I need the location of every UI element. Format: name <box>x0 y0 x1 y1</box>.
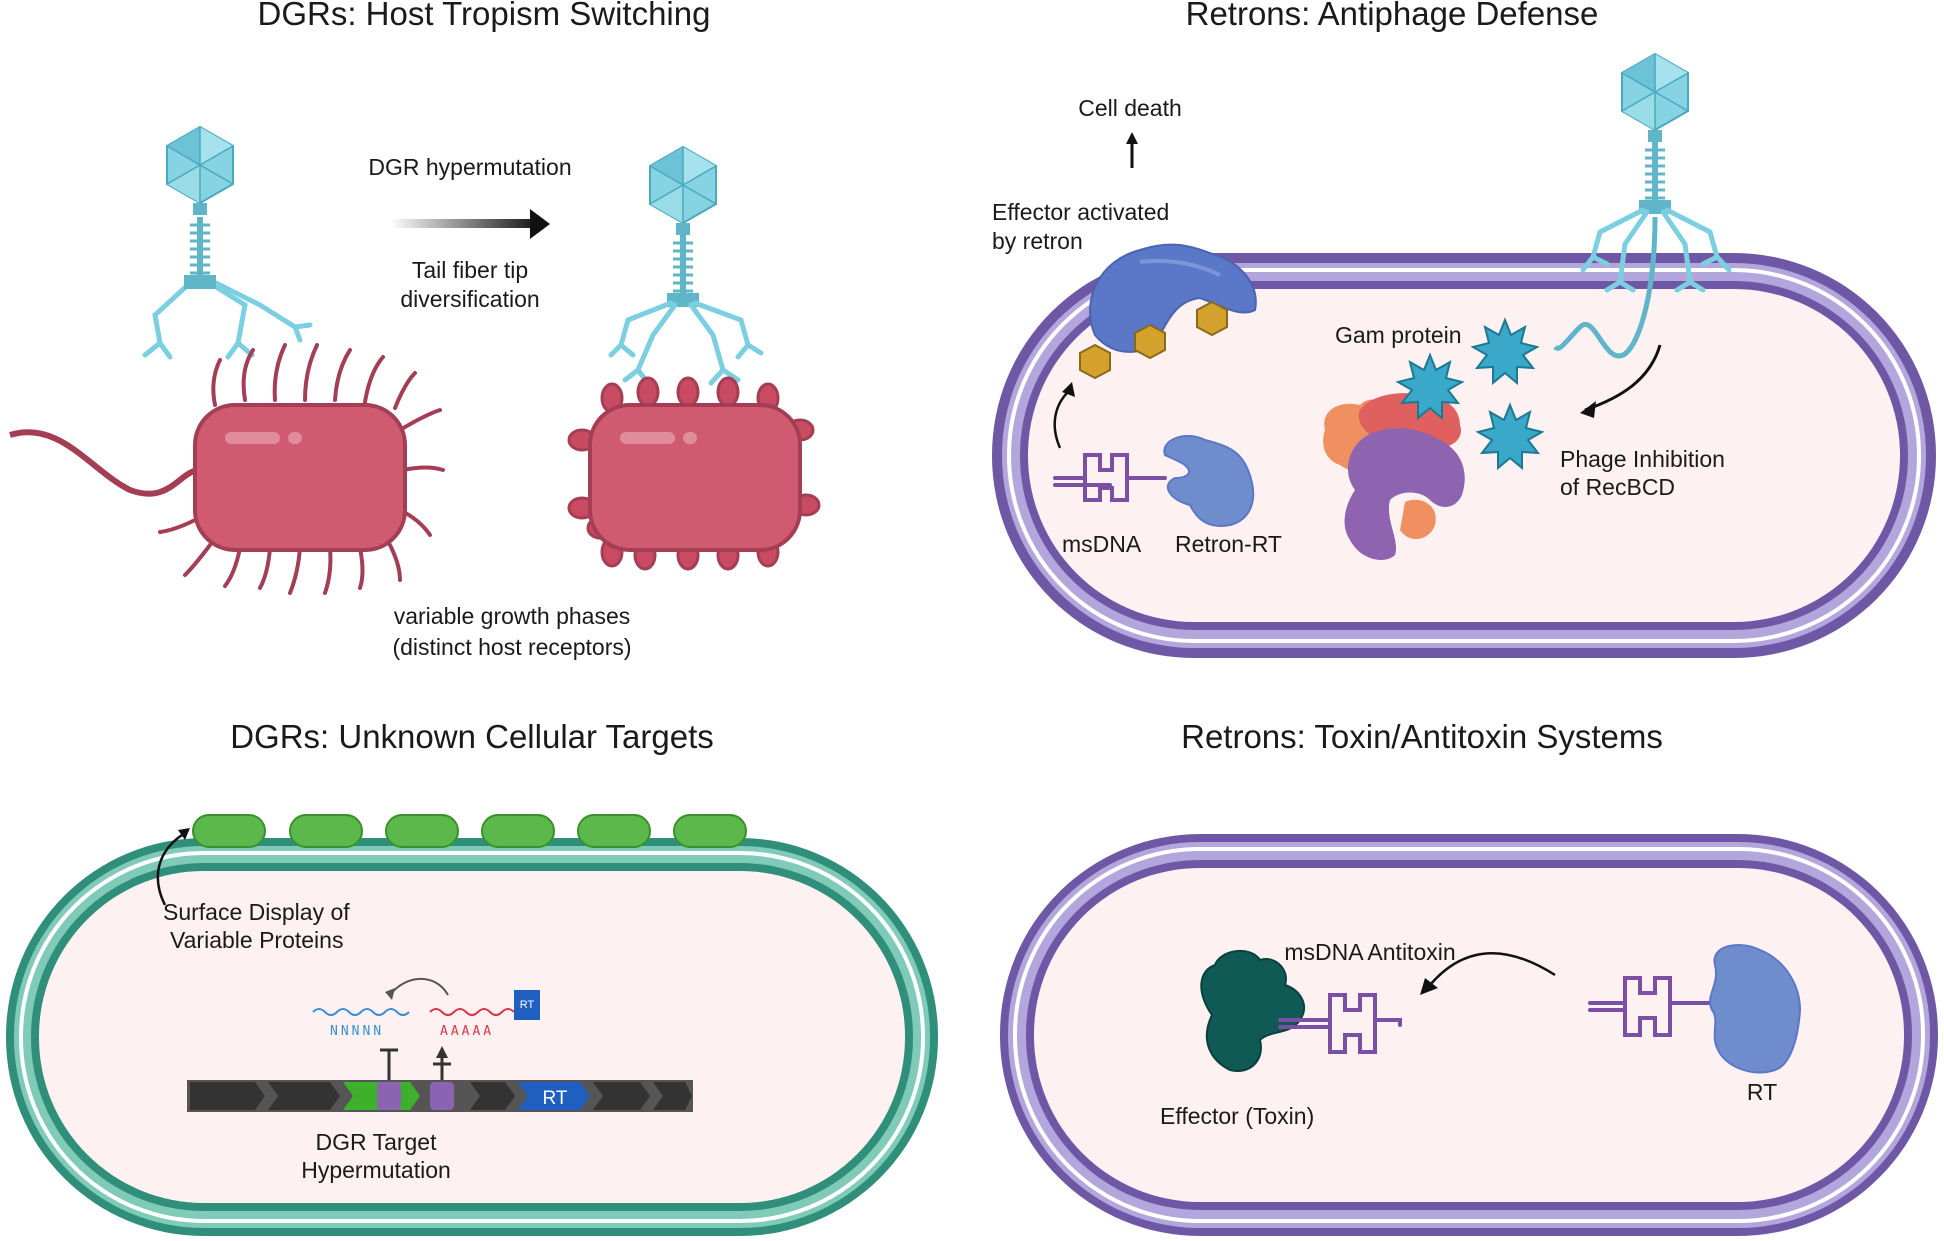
growth-phase-caption-2: (distinct host receptors) <box>392 634 631 660</box>
dgr-hypermutation-label: DGR hypermutation <box>368 154 571 180</box>
reverse-transcription-arrow <box>389 977 449 996</box>
bacterium-bumpy-body <box>588 403 802 552</box>
inhibition-arrow <box>1584 344 1662 412</box>
rt-gene-label: RT <box>543 1088 568 1109</box>
panel-title-antiphage: Retrons: Antiphage Defense <box>1186 0 1599 32</box>
cell-envelope-purple-top <box>992 253 1936 658</box>
msdna-right-icon <box>1588 976 1717 1037</box>
surface-proteins <box>192 814 747 848</box>
rt-badge-icon <box>514 990 540 1020</box>
recbcd-complex-icon <box>1323 393 1465 560</box>
panel-host-tropism: DGRs: Host Tropism Switching <box>9 0 821 660</box>
variable-seq: AAAAA <box>440 1024 494 1039</box>
vr-inhibit-mark <box>380 1048 398 1080</box>
msdna-icon <box>1053 453 1167 502</box>
target-label-1: DGR Target <box>315 1129 437 1155</box>
rt-badge-label: RT <box>520 999 535 1011</box>
cell-envelope-teal <box>6 838 938 1236</box>
rt-right-label: RT <box>1747 1079 1777 1105</box>
phage-injecting-icon <box>1553 53 1732 359</box>
bacterium-hairy-icon <box>9 343 445 595</box>
toxin-label: Effector (Toxin) <box>1160 1103 1314 1129</box>
target-label-2: Hypermutation <box>301 1157 451 1183</box>
surface-display-label-1: Surface Display of <box>163 899 350 925</box>
surface-display-label-2: Variable Proteins <box>170 927 343 953</box>
activation-arrow <box>1053 391 1069 449</box>
cell-death-label: Cell death <box>1078 95 1182 121</box>
tail-fiber-label-2: diversification <box>400 286 539 312</box>
gam-protein-icon <box>1395 317 1545 471</box>
surface-arrow <box>156 833 183 906</box>
panel-antiphage: Retrons: Antiphage Defense <box>992 0 1936 658</box>
msdna-label: msDNA <box>1062 531 1142 557</box>
rt-right-icon <box>1709 944 1802 1074</box>
antitoxin-arrow <box>1429 952 1556 986</box>
panel-unknown-targets: DGRs: Unknown Cellular Targets Surface D… <box>6 718 938 1236</box>
inhibition-label-1: Phage Inhibition <box>1560 446 1725 472</box>
template-seq: NNNNN <box>330 1024 384 1039</box>
gam-protein-label: Gam protein <box>1335 322 1462 348</box>
retron-rt-icon <box>1163 435 1255 527</box>
cell-envelope-purple-bottom <box>1000 834 1938 1236</box>
retron-rt-label: Retron-RT <box>1175 531 1282 557</box>
phage-left-icon <box>142 126 313 360</box>
toxin-effector-icon <box>1200 949 1305 1072</box>
tr-region-icon <box>430 1082 454 1110</box>
hypermutation-arrow <box>390 209 550 239</box>
panel-title-host-tropism: DGRs: Host Tropism Switching <box>258 0 711 32</box>
panel-title-unknown-targets: DGRs: Unknown Cellular Targets <box>230 718 714 755</box>
hexagon-molecules <box>1079 300 1228 380</box>
growth-phase-caption-1: variable growth phases <box>394 603 631 629</box>
variable-rna-icon <box>429 1008 515 1016</box>
msdna-antitoxin-icon <box>1278 993 1402 1054</box>
panel-title-toxin-antitoxin: Retrons: Toxin/Antitoxin Systems <box>1181 718 1663 755</box>
vr-region-icon <box>377 1082 401 1110</box>
inhibition-label-2: of RecBCD <box>1560 474 1675 500</box>
antitoxin-label: msDNA Antitoxin <box>1284 939 1455 965</box>
effector-label-1: Effector activated <box>992 199 1169 225</box>
tail-fiber-label-1: Tail fiber tip <box>412 257 528 283</box>
panel-toxin-antitoxin: Retrons: Toxin/Antitoxin Systems msDNA A… <box>1000 718 1938 1236</box>
template-rna-icon <box>312 1008 410 1016</box>
phage-right-icon <box>608 146 764 386</box>
effector-label-2: by retron <box>992 228 1083 254</box>
